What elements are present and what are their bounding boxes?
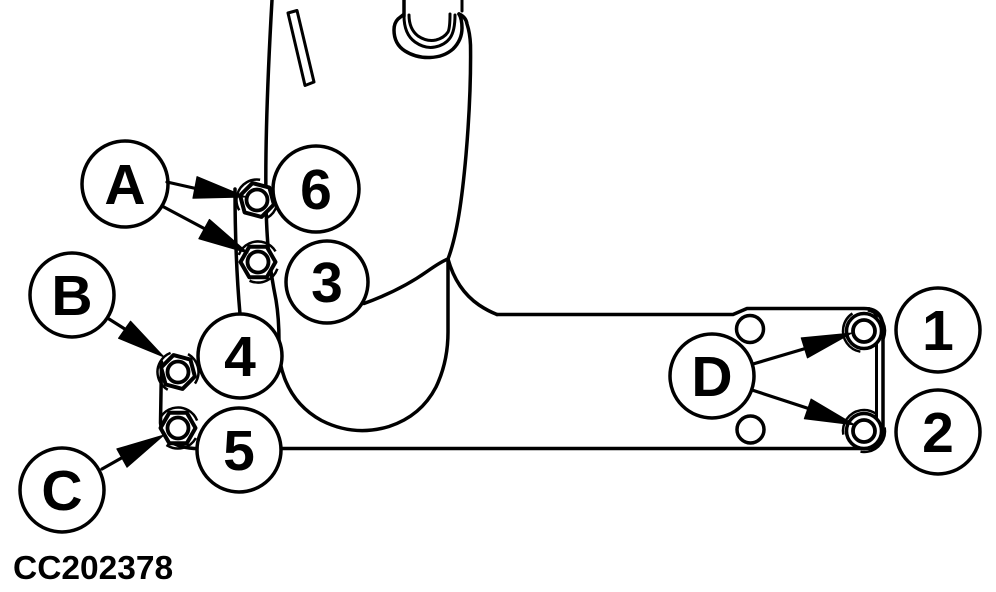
arrow-a-to-6 (165, 176, 247, 199)
figure-code: CC202378 (13, 550, 173, 587)
arrow-c-to-5 (100, 434, 165, 471)
item-1-label: 1 (922, 299, 954, 363)
nut-4 (156, 350, 200, 394)
item-circle-1: 1 (894, 286, 982, 374)
nut-5 (156, 406, 200, 450)
callout-b-label: B (51, 264, 92, 328)
plate-hole-bottom (735, 414, 766, 445)
callout-a-label: A (104, 153, 145, 217)
callout-a: A (80, 139, 170, 229)
lever-left-edge (264, 0, 281, 343)
arm-neck-curve (446, 257, 499, 317)
arrow-a-to-3 (160, 204, 249, 254)
lever-inner-arc (362, 257, 450, 306)
clevis-channel-outer (402, 13, 457, 49)
slot-outline (286, 9, 316, 87)
bolt-2 (841, 408, 887, 454)
callout-c: C (18, 446, 106, 534)
item-circle-2: 2 (894, 388, 982, 476)
lever-right-edge (446, 12, 473, 261)
arrows (100, 176, 856, 471)
item-2-label: 2 (922, 401, 954, 465)
plate-hole-top (734, 313, 766, 345)
item-6-label: 6 (300, 158, 332, 222)
item-circle-3: 3 (284, 239, 370, 325)
clevis-channel-inner (407, 12, 452, 42)
callout-b: B (28, 251, 116, 339)
callout-d-label: D (691, 345, 732, 409)
mounting-strip-line (233, 187, 242, 316)
clevis-outer (392, 12, 464, 60)
item-circle-6: 6 (271, 144, 361, 234)
arrow-d-to-2 (750, 388, 856, 426)
callouts: A B C D 1 2 3 4 (18, 139, 982, 534)
nut-3 (236, 240, 280, 284)
fasteners (156, 178, 887, 454)
arrow-d-to-1 (751, 332, 853, 366)
arrow-b-to-4 (107, 317, 165, 358)
item-circle-5: 5 (195, 406, 283, 494)
nut-6 (235, 178, 279, 222)
lever-boss-arc (276, 257, 450, 433)
item-4-label: 4 (224, 325, 256, 389)
item-3-label: 3 (311, 251, 343, 315)
callout-c-label: C (41, 459, 82, 523)
item-5-label: 5 (223, 419, 255, 483)
bolt-1 (841, 308, 887, 354)
callout-d: D (668, 332, 756, 420)
item-circle-4: 4 (196, 312, 284, 400)
